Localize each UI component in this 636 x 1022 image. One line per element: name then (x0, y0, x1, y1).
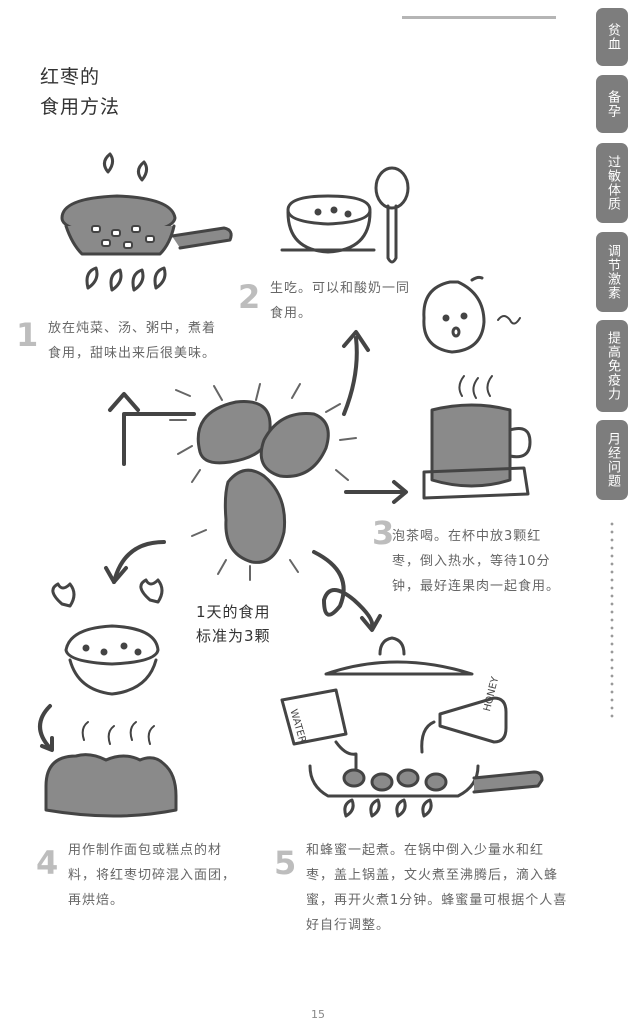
yogurt-bowl-icon (280, 166, 410, 264)
step-5-number: 5 (274, 844, 297, 882)
tab-immunity[interactable]: 提高免疫力 (596, 320, 628, 412)
tab-hormone[interactable]: 调节激素 (596, 232, 628, 312)
stew-pot-icon (60, 152, 233, 292)
tab-allergy[interactable]: 过敏体质 (596, 143, 628, 223)
tab-pregnancy-prep[interactable]: 备孕 (596, 75, 628, 133)
step-1-number: 1 (16, 316, 39, 354)
step-3-text: 泡茶喝。在杯中放3颗红枣，倒入热水，等待10分钟，最好连果肉一起食用。 (392, 529, 561, 594)
step-2-text: 生吃。可以和酸奶一同食用。 (270, 281, 411, 321)
daily-amount-note: 1天的食用 标准为3颗 (196, 600, 271, 648)
dates-icon (169, 383, 357, 581)
pear-icon (422, 275, 521, 354)
daily-amount-line-1: 1天的食用 (196, 603, 271, 621)
page-number: 15 (311, 1008, 325, 1021)
step-4-text: 用作制作面包或糕点的材料，将红枣切碎混入面团，再烘焙。 (68, 843, 237, 908)
tab-anemia[interactable]: 贫血 (596, 8, 628, 66)
daily-amount-line-2: 标准为3颗 (196, 627, 271, 645)
step-4-number: 4 (36, 844, 59, 882)
tea-cup-icon (422, 375, 532, 500)
step-3-number: 3 (372, 514, 395, 552)
step-1-text: 放在炖菜、汤、粥中，煮着食用，甜味出来后很美味。 (48, 321, 217, 361)
header-rule (402, 16, 556, 19)
step-2-number: 2 (238, 278, 261, 316)
title-line-1: 红枣的 (40, 66, 101, 88)
dotted-divider (610, 520, 614, 720)
bread-dough-icon (44, 578, 178, 818)
honey-pan-icon (280, 636, 544, 818)
page-title: 红枣的 食用方法 (40, 62, 120, 122)
step-5-text: 和蜂蜜一起煮。在锅中倒入少量水和红枣，盖上锅盖，文火煮至沸腾后，滴入蜂蜜，再开火… (306, 843, 568, 933)
title-line-2: 食用方法 (40, 96, 121, 118)
arrows (38, 330, 408, 752)
tab-menstruation[interactable]: 月经问题 (596, 420, 628, 500)
